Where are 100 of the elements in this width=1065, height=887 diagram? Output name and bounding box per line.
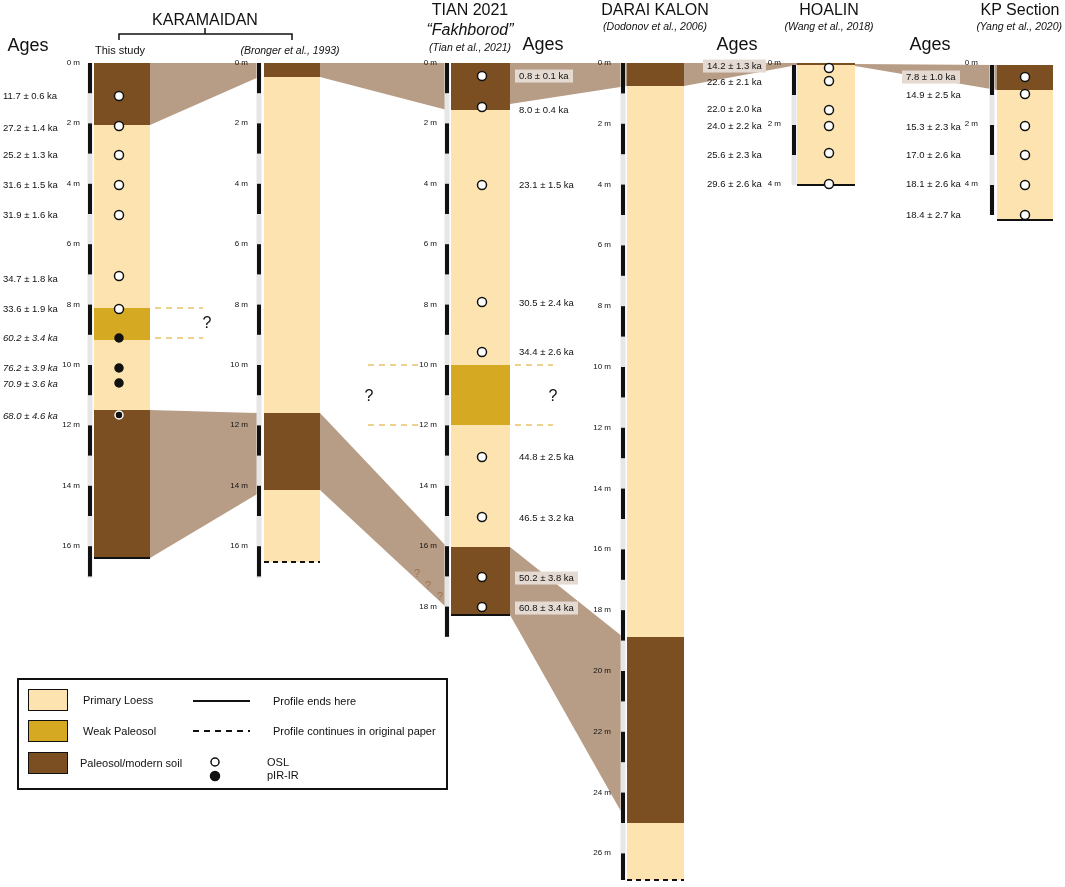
- age-label: 44.8 ± 2.5 ka: [519, 451, 574, 463]
- column-subtitle: This study: [94, 43, 146, 57]
- depth-label: 4 m: [597, 180, 611, 190]
- age-label: 18.4 ± 2.7 ka: [906, 209, 961, 221]
- age-label: 34.4 ± 2.6 ka: [519, 346, 574, 358]
- depth-label: 18 m: [593, 605, 611, 615]
- age-label: 50.2 ± 3.8 ka: [515, 571, 578, 585]
- section-title: KP Section: [980, 0, 1060, 20]
- question-mark: ?: [436, 589, 444, 603]
- age-label: 17.0 ± 2.6 ka: [906, 149, 961, 161]
- column-heading: Ages: [7, 34, 49, 56]
- depth-label: 10 m: [230, 360, 248, 370]
- legend-label: Paleosol/modern soil: [80, 756, 183, 770]
- depth-label: 4 m: [964, 179, 978, 189]
- depth-label: 2 m: [423, 118, 437, 128]
- depth-label: 6 m: [423, 239, 437, 249]
- depth-label: 0 m: [234, 58, 248, 68]
- citation: (Dodonov et al., 2006): [603, 19, 707, 33]
- depth-label: 12 m: [230, 420, 248, 430]
- age-label: 31.9 ± 1.6 ka: [3, 209, 58, 221]
- section-title: DARAI KALON: [601, 0, 709, 20]
- depth-label: 0 m: [66, 58, 80, 68]
- legend-label: pIR-IR: [267, 768, 299, 782]
- depth-label: 8 m: [597, 301, 611, 311]
- citation: (Yang et al., 2020): [976, 19, 1062, 33]
- column-heading: Ages: [716, 33, 758, 55]
- age-label: 34.7 ± 1.8 ka: [3, 273, 58, 285]
- age-label: 18.1 ± 2.6 ka: [906, 178, 961, 190]
- depth-label: 4 m: [66, 179, 80, 189]
- age-label: 25.6 ± 2.3 ka: [707, 149, 762, 161]
- age-label: 70.9 ± 3.6 ka: [3, 378, 58, 390]
- depth-label: 12 m: [419, 420, 437, 430]
- depth-label: 16 m: [419, 541, 437, 551]
- age-label: 33.6 ± 1.9 ka: [3, 303, 58, 315]
- age-label: 31.6 ± 1.5 ka: [3, 179, 58, 191]
- depth-label: 0 m: [423, 58, 437, 68]
- question-mark: ?: [548, 386, 558, 406]
- column-heading: Ages: [522, 33, 564, 55]
- depth-label: 10 m: [62, 360, 80, 370]
- depth-label: 18 m: [419, 602, 437, 612]
- citation: (Bronger et al., 1993): [240, 43, 340, 57]
- section-subtitle: “Fakhborod”: [426, 20, 514, 40]
- depth-label: 16 m: [230, 541, 248, 551]
- depth-label: 10 m: [419, 360, 437, 370]
- depth-label: 14 m: [230, 481, 248, 491]
- depth-label: 12 m: [62, 420, 80, 430]
- legend-label: Profile continues in original paper: [273, 724, 436, 738]
- age-label: 14.2 ± 1.3 ka: [703, 59, 766, 73]
- age-label: 68.0 ± 4.6 ka: [3, 410, 58, 422]
- depth-label: 20 m: [593, 666, 611, 676]
- depth-label: 2 m: [66, 118, 80, 128]
- legend-label: Primary Loess: [83, 693, 154, 707]
- age-label: 23.1 ± 1.5 ka: [519, 179, 574, 191]
- depth-label: 16 m: [62, 541, 80, 551]
- age-label: 7.8 ± 1.0 ka: [902, 70, 960, 84]
- legend-label: OSL: [267, 755, 289, 769]
- depth-label: 2 m: [234, 118, 248, 128]
- section-title: TIAN 2021: [431, 0, 509, 20]
- age-label: 14.9 ± 2.5 ka: [906, 89, 961, 101]
- depth-label: 26 m: [593, 848, 611, 858]
- depth-label: 6 m: [597, 240, 611, 250]
- age-label: 0.8 ± 0.1 ka: [515, 69, 573, 83]
- age-label: 30.5 ± 2.4 ka: [519, 297, 574, 309]
- question-mark: ?: [364, 386, 374, 406]
- question-mark: ?: [413, 566, 421, 580]
- depth-label: 2 m: [597, 119, 611, 129]
- age-label: 22.6 ± 2.1 ka: [707, 76, 762, 88]
- age-label: 8.0 ± 0.4 ka: [519, 104, 569, 116]
- depth-label: 8 m: [66, 300, 80, 310]
- question-mark: ?: [424, 578, 432, 592]
- depth-label: 4 m: [767, 179, 781, 189]
- age-label: 22.0 ± 2.0 ka: [707, 103, 762, 115]
- depth-label: 2 m: [767, 119, 781, 129]
- section-title: HOALIN: [799, 0, 859, 20]
- age-label: 60.8 ± 3.4 ka: [515, 601, 578, 615]
- age-label: 46.5 ± 3.2 ka: [519, 512, 574, 524]
- depth-label: 12 m: [593, 423, 611, 433]
- depth-label: 8 m: [234, 300, 248, 310]
- depth-label: 4 m: [423, 179, 437, 189]
- age-label: 25.2 ± 1.3 ka: [3, 149, 58, 161]
- age-label: 24.0 ± 2.2 ka: [707, 120, 762, 132]
- depth-label: 8 m: [423, 300, 437, 310]
- depth-label: 4 m: [234, 179, 248, 189]
- depth-label: 16 m: [593, 544, 611, 554]
- depth-label: 6 m: [66, 239, 80, 249]
- depth-label: 14 m: [593, 484, 611, 494]
- column-heading: Ages: [909, 33, 951, 55]
- depth-label: 22 m: [593, 727, 611, 737]
- age-label: 15.3 ± 2.3 ka: [906, 121, 961, 133]
- depth-label: 0 m: [597, 58, 611, 68]
- depth-label: 6 m: [234, 239, 248, 249]
- age-label: 29.6 ± 2.6 ka: [707, 178, 762, 190]
- depth-label: 14 m: [62, 481, 80, 491]
- depth-label: 2 m: [964, 119, 978, 129]
- depth-label: 10 m: [593, 362, 611, 372]
- legend-label: Weak Paleosol: [83, 724, 157, 738]
- age-label: 11.7 ± 0.6 ka: [3, 90, 58, 102]
- question-mark: ?: [202, 313, 212, 333]
- age-label: 60.2 ± 3.4 ka: [3, 332, 58, 344]
- citation: (Tian et al., 2021): [428, 40, 512, 54]
